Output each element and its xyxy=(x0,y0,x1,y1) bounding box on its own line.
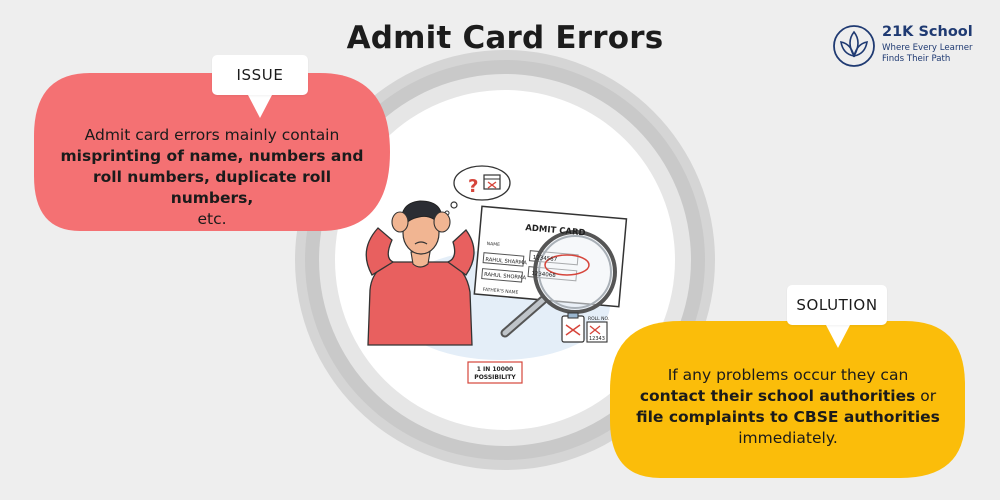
issue-bold-line2: roll numbers, duplicate roll numbers, xyxy=(92,168,332,207)
solution-bold-line2: file complaints to CBSE authorities xyxy=(636,408,940,426)
name-field-label: NAME xyxy=(486,241,500,248)
issue-line4: etc. xyxy=(197,210,227,228)
solution-line4: immediately. xyxy=(738,429,838,447)
name-value: RAHUL SHARMA xyxy=(485,257,527,267)
roll-value: 1234567 xyxy=(532,255,557,263)
issue-text: Admit card errors mainly contain misprin… xyxy=(52,125,372,230)
roll-no-label: ROLL NO. xyxy=(588,316,609,322)
solution-text: If any problems occur they can contact t… xyxy=(628,365,948,449)
issue-bold-line1: misprinting of name, numbers and xyxy=(60,147,364,165)
issue-bubble xyxy=(34,73,390,231)
worried-student-figure xyxy=(365,200,475,346)
solution-line2-tail: or xyxy=(915,387,937,405)
possibility-line1: 1 IN 10000 xyxy=(477,366,513,373)
possibility-line2: POSSIBILITY xyxy=(474,374,516,381)
issue-tag: ISSUE xyxy=(212,55,308,95)
question-mark-icon: ? xyxy=(468,176,478,197)
solution-bold-line1: contact their school authorities xyxy=(639,387,916,405)
solution-tag: SOLUTION xyxy=(787,285,887,325)
issue-tag-pointer xyxy=(248,95,272,118)
solution-line1: If any problems occur they can xyxy=(667,366,909,384)
solution-tag-pointer xyxy=(826,325,850,348)
issue-line1: Admit card errors mainly contain xyxy=(84,126,340,144)
solution-bubble xyxy=(610,321,965,478)
lotus-logo-icon xyxy=(833,25,875,67)
page-title: Admit Card Errors xyxy=(346,20,664,56)
roll-name-value: RAHUL SHORMA xyxy=(484,272,527,282)
brand-tagline-line1: Where Every Learner xyxy=(882,43,973,53)
possibility-box xyxy=(467,361,523,384)
admit-card-illustration: ? xyxy=(365,165,628,384)
brand-name: 21K School xyxy=(882,24,973,40)
roll-no-value: 12343 xyxy=(589,336,605,342)
father-name-label: FATHER'S NAME xyxy=(482,287,518,296)
brand-tagline-line2: Finds Their Path xyxy=(882,54,951,64)
magnifier-icon xyxy=(500,230,617,338)
calendar-x-icon xyxy=(483,174,501,190)
clipboard-icon xyxy=(561,312,608,343)
brand-logo: 21K School Where Every Learner Finds The… xyxy=(832,24,992,68)
roll-value-2: 1234068 xyxy=(531,271,556,279)
brand-tagline: Where Every Learner Finds Their Path xyxy=(882,43,973,65)
